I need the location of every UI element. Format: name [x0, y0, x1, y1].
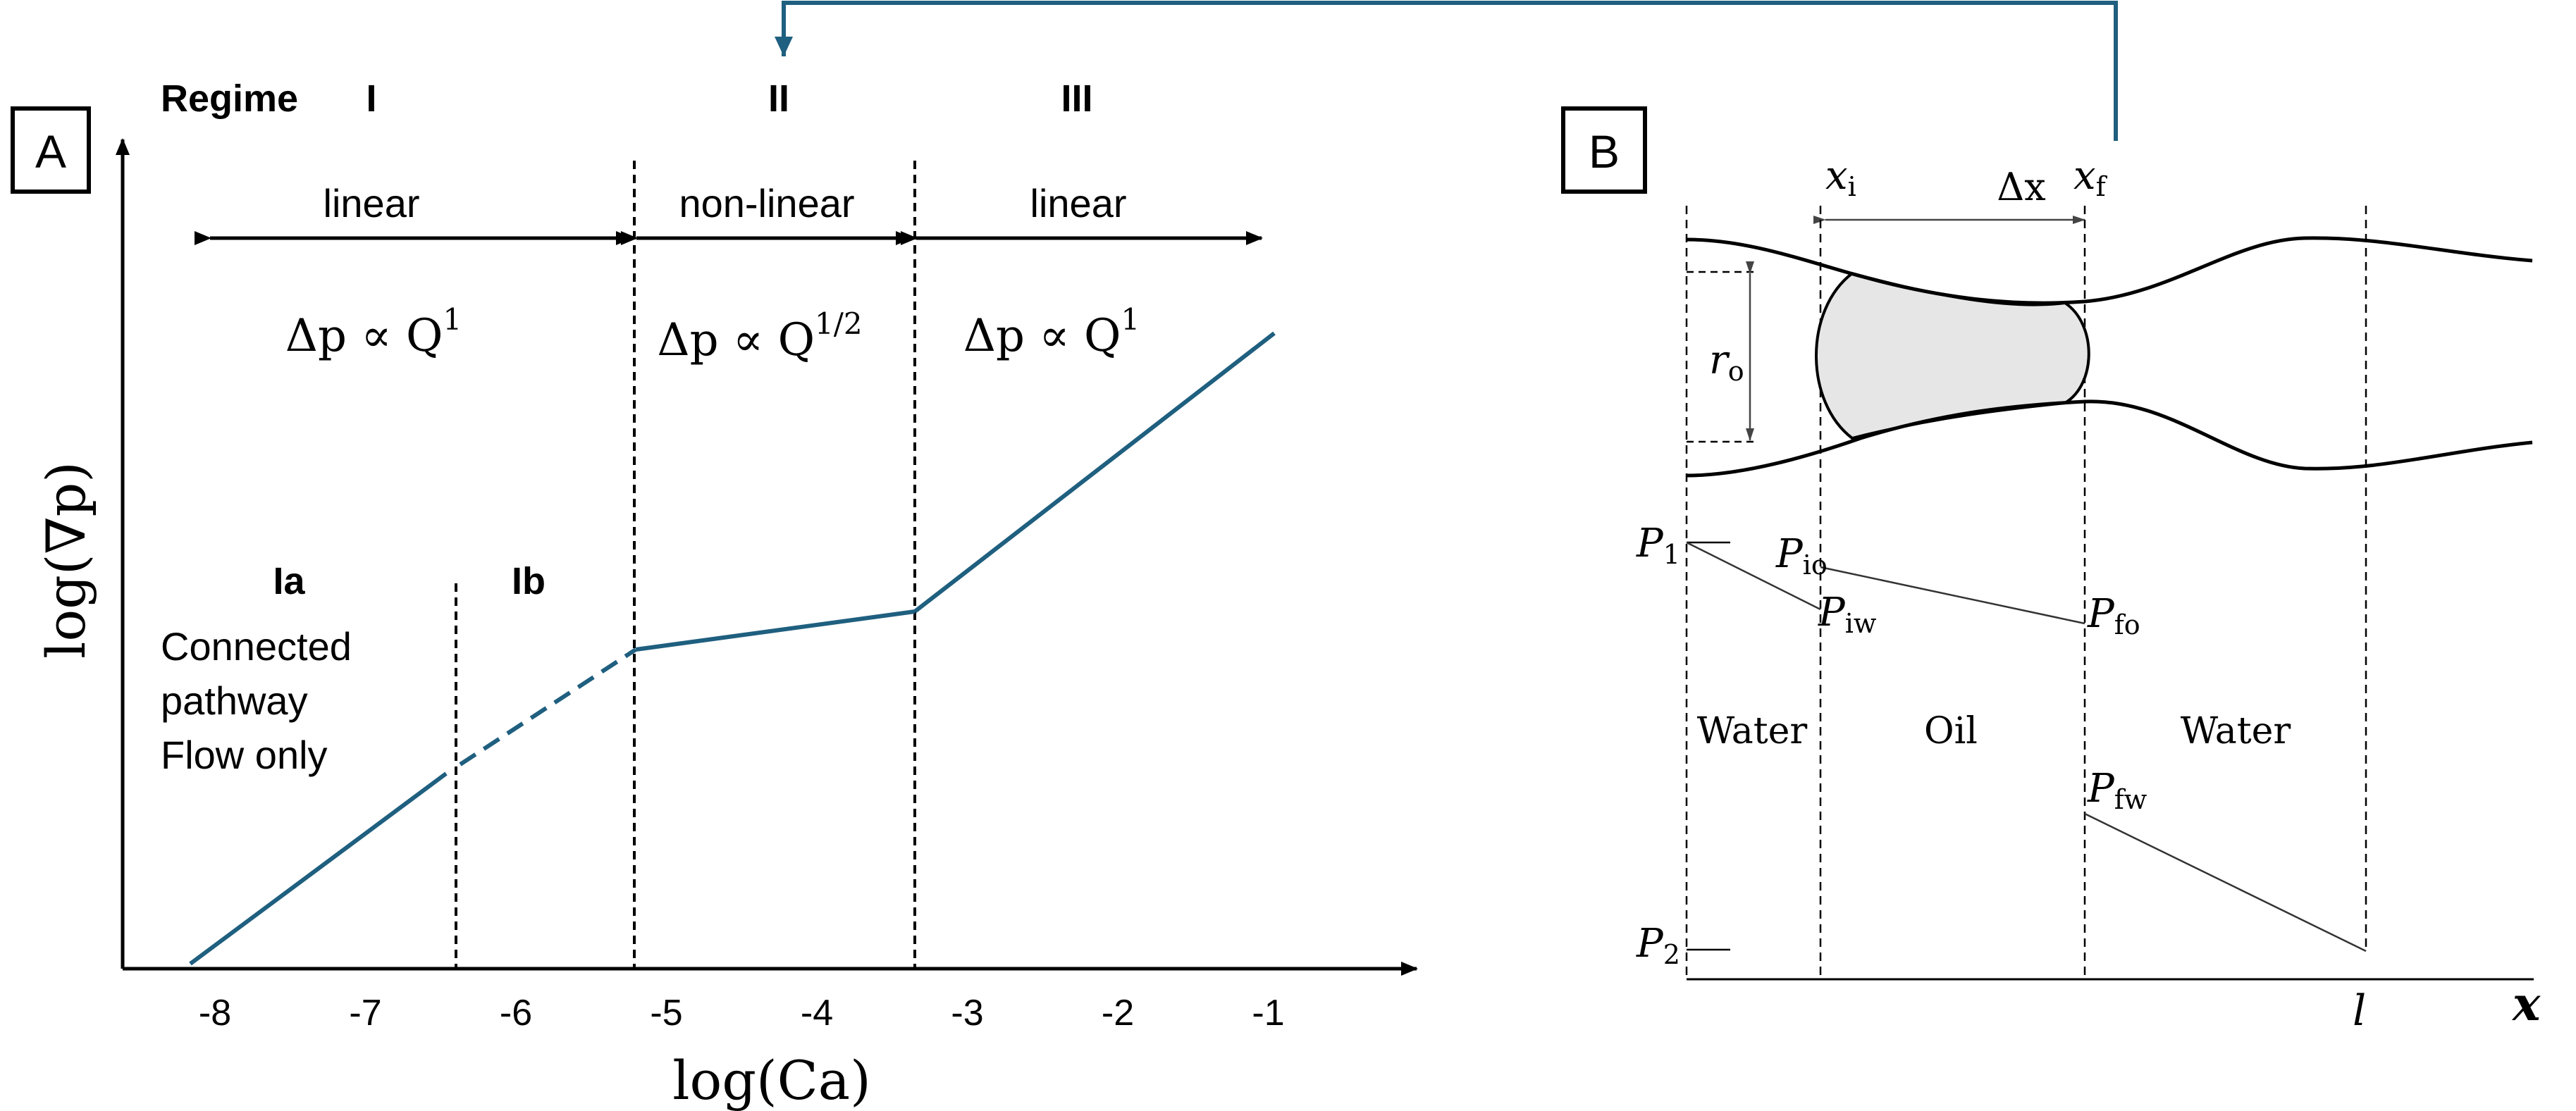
note-line-3: Flow only — [161, 733, 328, 777]
regime-iii: III — [1061, 77, 1092, 120]
behavior-linear-1: linear — [323, 181, 420, 225]
note-line-2: pathway — [161, 678, 308, 723]
regime-label: Regime — [161, 77, 298, 120]
pressure-water-right — [2084, 812, 2367, 952]
x-tick-label: -2 — [1102, 993, 1134, 1034]
curve-regime-ii — [635, 609, 916, 652]
panel-b-label: B — [1589, 125, 1620, 178]
b-x-label: x — [2511, 976, 2541, 1031]
r0-label: ro — [1709, 337, 1744, 387]
x-tick-label: -1 — [1252, 993, 1284, 1034]
channel-bottom-wall — [1686, 399, 2533, 478]
x-tick-label: -8 — [199, 993, 231, 1034]
panel-a-label-box — [11, 106, 91, 194]
x-tick-label: -6 — [500, 993, 532, 1034]
y-axis-label: log(∇p) — [35, 461, 97, 659]
curve-regime-iii — [913, 331, 1276, 614]
phase-water-left: Water — [1697, 710, 1808, 752]
pressure-water-left — [1686, 541, 1821, 611]
dx-label: Δx — [1997, 165, 2045, 209]
panel-a: A Regime I II III linear non-linear line… — [11, 77, 1418, 1111]
xi-label: xi — [1825, 153, 1856, 202]
behavior-nonlinear: non-linear — [679, 181, 854, 225]
curve-regime-ia — [189, 771, 448, 966]
pressure-oil — [1820, 566, 2085, 625]
pio-label: Pio — [1775, 531, 1828, 581]
regime-ii: II — [768, 77, 789, 120]
sub-regime-ia: Ia — [273, 560, 305, 602]
panel-b: B xi Δx xf ro P1 Pio Piw Pfo Pfw P2 — [1561, 106, 2541, 1036]
p2-label: P2 — [1636, 921, 1680, 970]
p1-label: P1 — [1636, 521, 1680, 570]
x-tick-label: -5 — [650, 993, 682, 1034]
connector-arrow — [775, 1, 2118, 141]
panel-a-label: A — [35, 125, 66, 178]
curve-regime-ib-dashed — [459, 647, 637, 766]
regime-i: I — [366, 77, 376, 120]
channel-top-wall — [1686, 236, 2533, 305]
x-tick-label: -7 — [349, 993, 381, 1034]
pfw-label: Pfw — [2087, 766, 2147, 815]
sub-regime-ib: Ib — [512, 560, 546, 602]
behavior-linear-2: linear — [1030, 181, 1127, 225]
scaling-law-regime-i: Δp ∝ Q1 — [285, 302, 462, 362]
piw-label: Piw — [1818, 590, 1877, 639]
scaling-law-regime-iii: Δp ∝ Q1 — [963, 302, 1140, 362]
panel-b-label-box — [1561, 106, 1647, 194]
x-tick-label: -3 — [951, 993, 983, 1034]
oil-droplet — [1815, 271, 2090, 440]
scaling-law-regime-ii: Δp ∝ Q1/2 — [657, 306, 862, 366]
x-axis-label: log(Ca) — [672, 1049, 870, 1111]
pfo-label: Pfo — [2087, 591, 2140, 640]
x-tick-labels: -8 -7 -6 -5 -4 -3 -2 -1 — [199, 993, 1285, 1034]
phase-oil: Oil — [1924, 710, 1978, 752]
phase-water-right: Water — [2181, 710, 2291, 752]
l-label: l — [2353, 986, 2366, 1036]
x-tick-label: -4 — [801, 993, 833, 1034]
note-line-1: Connected — [161, 624, 352, 669]
xf-label: xf — [2073, 153, 2108, 202]
